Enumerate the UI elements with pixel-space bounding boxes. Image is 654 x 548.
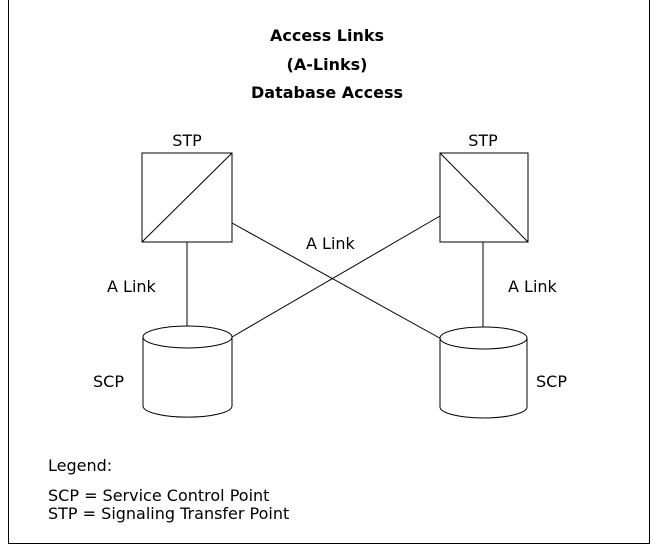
diagram-title: Access Links (A-Links) Database Access bbox=[0, 22, 654, 108]
a-link-right-label: A Link bbox=[508, 277, 558, 296]
stp-right-node bbox=[439, 152, 529, 243]
legend-entry-stp: STP = Signaling Transfer Point bbox=[48, 504, 290, 523]
diagram-frame bbox=[8, 0, 650, 544]
cross-link-stp-left-to-scp-right bbox=[231, 222, 446, 342]
legend-entry-scp: SCP = Service Control Point bbox=[48, 486, 270, 505]
legend: Legend: SCP = Service Control Point STP … bbox=[48, 457, 289, 523]
title-line-2: (A-Links) bbox=[286, 54, 368, 74]
stp-right-label: STP bbox=[468, 131, 498, 150]
a-link-left-label: A Link bbox=[107, 277, 157, 296]
a-link-center-label: A Link bbox=[306, 234, 356, 253]
title-line-1: Access Links bbox=[269, 26, 385, 45]
scp-left-database bbox=[142, 325, 233, 418]
title-line-3: Database Access bbox=[251, 83, 403, 102]
legend-heading: Legend: bbox=[48, 456, 113, 475]
scp-left-label: SCP bbox=[93, 372, 124, 391]
scp-right-label: SCP bbox=[536, 372, 567, 391]
scp-right-database bbox=[439, 326, 528, 419]
stp-left-label: STP bbox=[172, 131, 202, 150]
cross-link-stp-right-to-scp-left bbox=[231, 215, 441, 338]
stp-left-node bbox=[141, 152, 233, 243]
